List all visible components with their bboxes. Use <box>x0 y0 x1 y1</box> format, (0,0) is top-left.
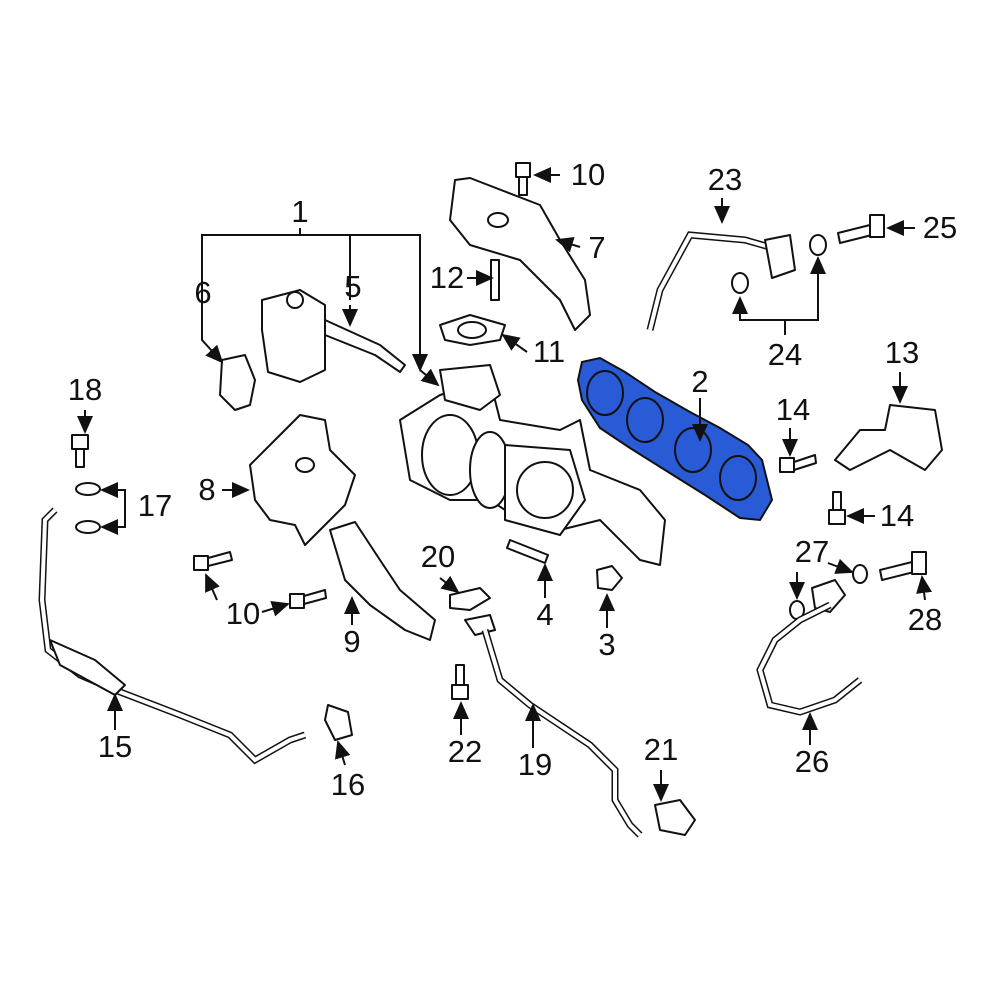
part-14-bolt-lower[interactable] <box>828 491 846 525</box>
callout-10-lower: 10 <box>226 596 260 631</box>
callout-17: 17 <box>138 488 172 523</box>
callout-9: 9 <box>343 624 360 659</box>
part-14-bolt-top[interactable] <box>779 454 817 473</box>
part-10-bolt-top[interactable] <box>515 162 531 196</box>
callout-19: 19 <box>518 747 552 782</box>
part-20-gasket[interactable] <box>449 587 491 611</box>
part-25-bolt[interactable] <box>837 214 885 244</box>
callout-13: 13 <box>885 335 919 370</box>
part-9-heat-shield[interactable] <box>329 521 436 641</box>
part-5-actuator[interactable] <box>261 289 406 383</box>
callout-4: 4 <box>536 597 553 632</box>
part-11-gasket[interactable] <box>439 314 506 346</box>
part-23-coolant-line[interactable] <box>646 231 796 331</box>
part-15-oil-line[interactable] <box>38 507 307 765</box>
callout-6: 6 <box>194 275 211 310</box>
leader-lines <box>77 167 933 802</box>
callout-27: 27 <box>795 534 829 569</box>
callout-12: 12 <box>430 260 464 295</box>
callout-8: 8 <box>198 472 215 507</box>
part-turbocharger[interactable] <box>399 364 666 566</box>
callout-14-lower: 14 <box>880 498 914 533</box>
callout-10-top: 10 <box>571 157 605 192</box>
part-3-nut[interactable] <box>596 565 623 591</box>
callout-2: 2 <box>691 364 708 399</box>
part-22-bolt[interactable] <box>451 664 469 700</box>
part-24-washers[interactable] <box>731 234 827 294</box>
part-26-coolant-line[interactable] <box>756 579 863 716</box>
callout-26: 26 <box>795 744 829 779</box>
callout-18: 18 <box>68 372 102 407</box>
part-27-washers[interactable] <box>789 564 868 620</box>
part-16-gasket[interactable] <box>324 704 353 741</box>
part-17-washers[interactable] <box>75 482 101 534</box>
callout-5: 5 <box>344 269 361 304</box>
callout-28: 28 <box>908 602 942 637</box>
part-12-stud[interactable] <box>490 259 500 301</box>
part-4-stud[interactable] <box>506 539 549 564</box>
part-10-bolt-lower-left[interactable] <box>193 551 233 571</box>
part-10-bolt-lower[interactable] <box>289 589 327 609</box>
callout-3: 3 <box>598 627 615 662</box>
part-2-exhaust-manifold-gasket[interactable] <box>576 356 774 522</box>
callout-21: 21 <box>644 732 678 767</box>
callout-labels: 1 2 3 4 5 6 7 8 9 10 10 11 12 13 14 14 1… <box>68 157 957 802</box>
callout-20: 20 <box>421 539 455 574</box>
callout-23: 23 <box>708 162 742 197</box>
part-19-oil-line[interactable] <box>464 614 643 838</box>
callout-7: 7 <box>588 230 605 265</box>
part-18-bolt[interactable] <box>71 434 89 468</box>
callout-14-top: 14 <box>776 392 810 427</box>
part-21-gasket[interactable] <box>654 799 696 836</box>
part-28-bolt[interactable] <box>879 551 927 581</box>
part-7-heat-shield[interactable] <box>449 177 591 331</box>
part-13-bracket[interactable] <box>834 404 943 471</box>
callout-22: 22 <box>448 734 482 769</box>
callout-1: 1 <box>291 194 308 229</box>
callout-15: 15 <box>98 729 132 764</box>
callout-16: 16 <box>331 767 365 802</box>
part-8-heat-shield[interactable] <box>249 414 356 546</box>
callout-25: 25 <box>923 210 957 245</box>
callout-11: 11 <box>533 334 565 369</box>
part-6-sensor[interactable] <box>219 354 256 411</box>
callout-24: 24 <box>768 337 802 372</box>
